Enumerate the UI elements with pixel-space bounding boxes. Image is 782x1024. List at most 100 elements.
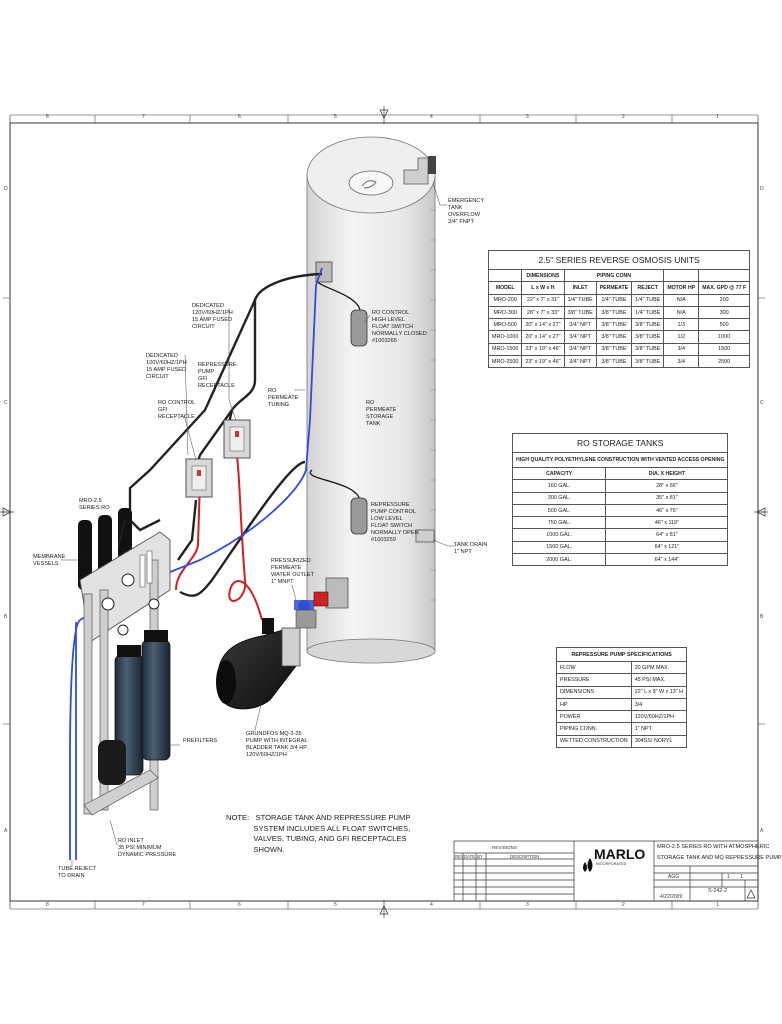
label-repressure-gfi: REPRESSURE PUMP GFI RECEPTACLE	[198, 362, 237, 389]
storage-tanks-header: CAPACITY	[511, 466, 607, 481]
title-block-date-col: DATE	[464, 854, 476, 859]
ro-units-cell: 500	[698, 318, 751, 332]
ro-units-cell: 20" x 14" x 27"	[521, 318, 565, 332]
ro-units-cell: MRO-2500	[487, 355, 523, 369]
ro-units-cell: 3/4" NPT	[563, 330, 597, 344]
col-label-7-top: 7	[142, 114, 145, 120]
gfi-receptacle-repressure	[223, 419, 251, 459]
pump-specs-cell: DIMENSIONS	[556, 685, 632, 699]
ro-units-header: REJECT	[631, 281, 665, 295]
ro-units-header: MOTOR HP	[663, 281, 700, 295]
ro-units-header: PERMEATE	[595, 281, 633, 295]
ro-units-cell: N/A	[663, 293, 700, 307]
row-label-a-left: A	[4, 828, 8, 834]
high-level-float-switch	[315, 261, 368, 347]
label-repressure-low: REPRESSURE PUMP CONTROL LOW LEVEL FLOAT …	[371, 502, 419, 543]
ro-units-group-piping: PIPING CONN	[563, 268, 665, 283]
col-label-3-top: 3	[526, 114, 529, 120]
power-cords	[128, 272, 323, 597]
col-label-5-top: 5	[334, 114, 337, 120]
ro-units-cell: 1/3	[663, 318, 700, 332]
ro-units-header: L x W x H	[521, 281, 565, 295]
ro-units-cell: MRO-200	[487, 293, 523, 307]
drawing-title: MRO-2.5 SERIES RO WITH ATMOSPHERIC STORA…	[657, 844, 782, 861]
row-label-d-right: D	[760, 186, 764, 192]
row-label-b-left: B	[4, 614, 8, 620]
pump-specs-cell: 20 GPM MAX.	[630, 660, 688, 675]
drawing-date: 4/22/2009	[660, 894, 683, 900]
title-block-description-col: DESCRIPTION	[510, 854, 540, 859]
ro-units-cell: 300	[698, 305, 751, 320]
storage-tanks-header-row: CAPACITY DIA. X HEIGHT	[511, 466, 729, 481]
storage-tanks-subtitle: HIGH QUALITY POLYETHYLENE CONSTRUCTION W…	[511, 452, 729, 468]
ro-units-cell: MRO-1500	[487, 342, 523, 357]
ro-units-group-blank-3	[698, 268, 751, 283]
marlo-logo-mark	[583, 858, 593, 872]
ro-units-header: MAX. GPD @ 77 F	[698, 281, 751, 295]
ro-units-cell: 2500	[698, 355, 751, 369]
storage-tanks-title: RO STORAGE TANKS	[511, 433, 729, 453]
col-label-3-bottom: 3	[526, 902, 529, 908]
col-label-6-bottom: 6	[238, 902, 241, 908]
ro-units-cell: 3/8" TUBE	[631, 355, 665, 369]
pump-specs-cell: POWER	[556, 710, 632, 724]
pump-specs-cell: WETTED CONSTRUCTION	[556, 734, 632, 749]
pump-specs-cell: 3/4	[630, 697, 688, 712]
ro-units-cell: MRO-500	[487, 318, 523, 332]
pump-specs-cell: 304SS/ NORYL	[630, 734, 688, 749]
ro-units-cell: 3/8" TUBE	[563, 305, 597, 320]
label-pressurized-outlet: PRESSURIZED PERMEATE WATER OUTLET 1" MNP…	[271, 558, 315, 585]
ro-units-cell: 1/4" TUBE	[631, 293, 665, 307]
ro-units-header-row: MODEL L x W x H INLET PERMEATE REJECT MO…	[487, 281, 751, 295]
title-block-by-col: BY	[477, 854, 483, 859]
col-label-8-top: 8	[46, 114, 49, 120]
ro-units-cell: 3/4	[663, 355, 700, 369]
label-ro-control-gfi: RO CONTROL GFI RECEPTACLE	[158, 400, 196, 420]
col-label-7-bottom: 7	[142, 902, 145, 908]
storage-tanks-row: 500 GAL.46" x 76"	[511, 503, 729, 518]
col-label-1-bottom: 1	[716, 902, 719, 908]
ro-units-header: INLET	[563, 281, 597, 295]
storage-tanks-cell: 64" x 81"	[605, 528, 729, 542]
storage-tanks-cell: 64" x 144"	[605, 553, 729, 567]
leader-lines	[61, 182, 455, 866]
pump-specs-cell: 120V/60HZ/1PH	[630, 710, 688, 724]
permeate-line	[69, 267, 323, 860]
ro-units-cell: MRO-1000	[487, 330, 523, 344]
storage-tanks-header: DIA. X HEIGHT	[605, 466, 729, 481]
storage-tanks-cell: 2000 GAL.	[511, 553, 607, 567]
label-ro-control-high: RO CONTROL HIGH LEVEL FLOAT SWITCH NORMA…	[372, 310, 427, 344]
ro-units-cell: 3/8" TUBE	[631, 342, 665, 357]
col-label-6-top: 6	[238, 114, 241, 120]
pump-specs-cell: HP	[556, 697, 632, 712]
ro-units-cell: 22" x 7" x 31"	[521, 293, 565, 307]
ro-units-cell: 1000	[698, 330, 751, 344]
row-label-b-right: B	[760, 614, 764, 620]
pump-specs-row: PIPING CONN.1" NPT	[556, 722, 688, 736]
storage-tanks-cell: 750 GAL.	[511, 516, 607, 530]
center-marks	[0, 106, 768, 918]
col-label-5-bottom: 5	[334, 902, 337, 908]
label-ro-permeate-tubing: RO PERMEATE TUBING	[268, 388, 299, 408]
ro-units-cell: 3/8" TUBE	[595, 330, 633, 344]
red-wires	[175, 439, 263, 621]
ro-units-group-blank-2	[663, 268, 700, 283]
drawn-by: AGG	[668, 874, 680, 880]
ro-units-cell: 1/4" TUBE	[631, 305, 665, 320]
ro-units-cell: N/A	[663, 305, 700, 320]
storage-tanks-cell: 28" x 66"	[605, 479, 729, 493]
ro-units-cell: 3/4" NPT	[563, 318, 597, 332]
note-text: NOTE: STORAGE TANK AND REPRESSURE PUMP S…	[226, 813, 411, 854]
row-label-d-left: D	[4, 186, 8, 192]
storage-tanks-row: 2000 GAL.64" x 144"	[511, 553, 729, 567]
storage-tanks-cell: 46" x 119"	[605, 516, 729, 530]
label-grundfos-pump: GRUNDFOS MQ-3-35 PUMP WITH INTEGRAL BLAD…	[246, 731, 308, 758]
